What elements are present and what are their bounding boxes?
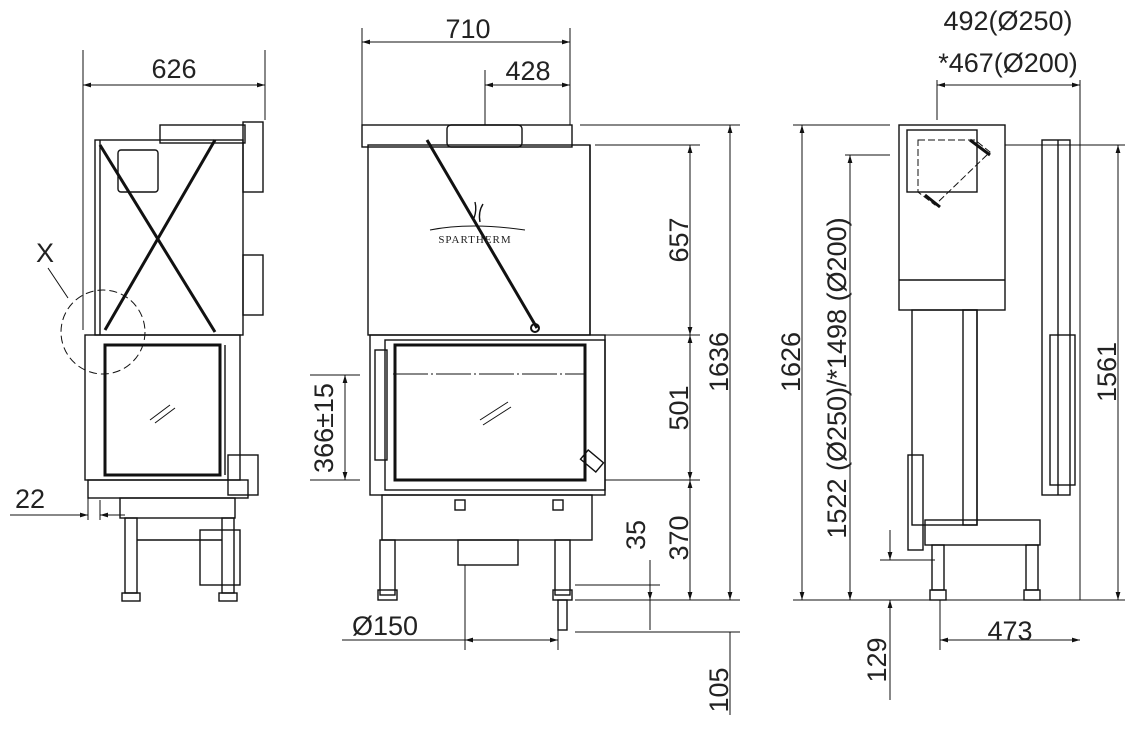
detail-label-x: X <box>36 238 54 268</box>
dim-150: Ø150 <box>352 611 418 641</box>
dim-366: 366±15 <box>309 383 339 473</box>
spartherm-logo: SPARTHERM <box>429 201 526 246</box>
dim-1522: 1522 (Ø250)/*1498 (Ø200) <box>822 217 852 538</box>
dim-1636: 1636 <box>704 332 734 392</box>
dim-473: 473 <box>987 616 1032 646</box>
detail-circle <box>60 289 146 375</box>
dim-22: 22 <box>15 484 45 514</box>
dim-492: 492(Ø250) <box>943 6 1072 36</box>
dim-428: 428 <box>505 56 550 86</box>
dim-35: 35 <box>621 520 651 550</box>
front-view: 710 428 SPARTHERM <box>309 14 740 715</box>
side-view: 492(Ø250) *467(Ø200) 1626 1522 (Ø250)/*1… <box>776 6 1125 700</box>
dim-1561: 1561 <box>1092 342 1122 402</box>
dim-501: 501 <box>664 385 694 430</box>
dim-467: *467(Ø200) <box>938 48 1078 78</box>
dim-1626: 1626 <box>776 332 806 392</box>
dim-370: 370 <box>664 515 694 560</box>
dim-129: 129 <box>862 637 892 682</box>
left-view: 626 X 22 <box>10 50 266 602</box>
dim-710: 710 <box>445 14 490 44</box>
dim-626: 626 <box>151 54 196 84</box>
dim-105: 105 <box>704 667 734 712</box>
svg-text:SPARTHERM: SPARTHERM <box>438 234 511 246</box>
dim-657: 657 <box>664 217 694 262</box>
